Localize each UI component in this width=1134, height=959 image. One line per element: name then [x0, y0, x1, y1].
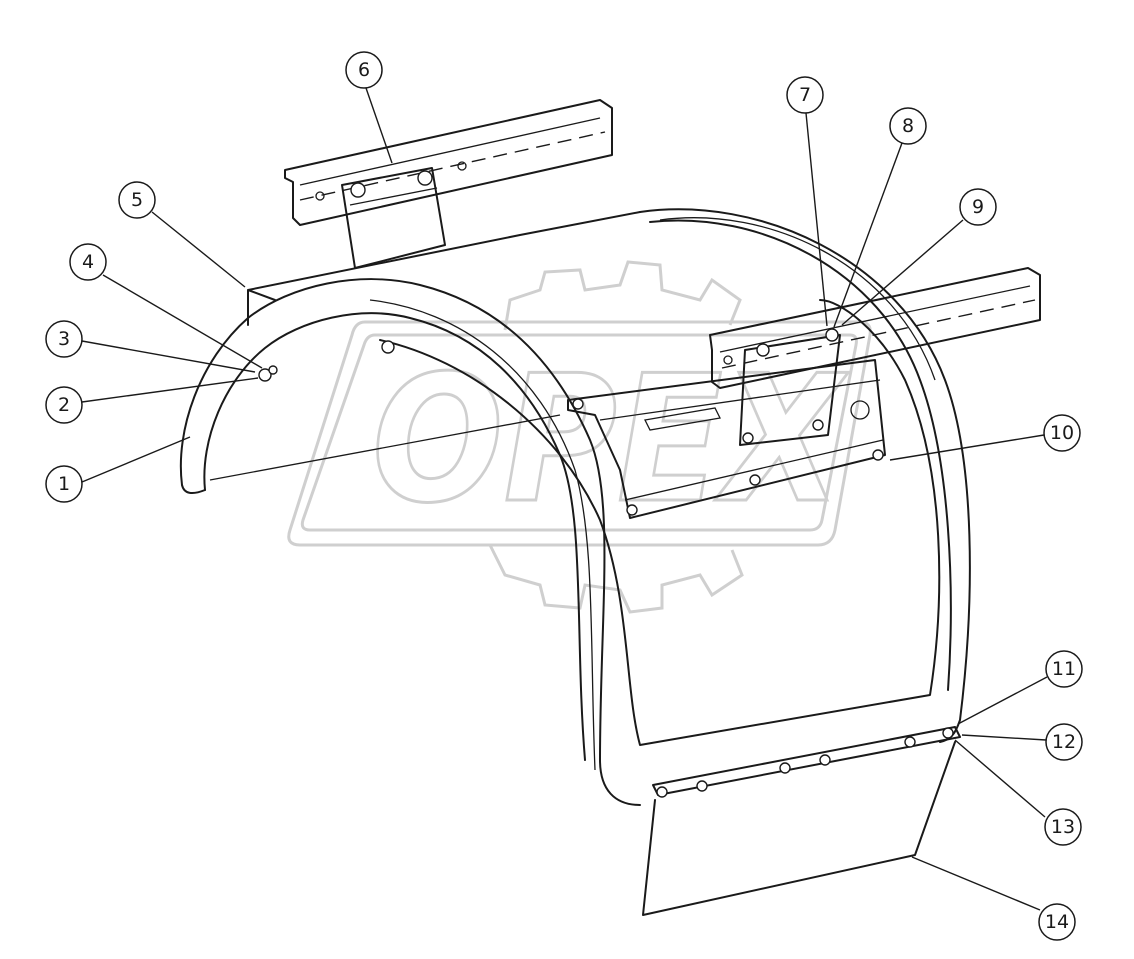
callout-9: 9	[959, 188, 997, 226]
callout-3-label: 3	[58, 328, 70, 350]
watermark-frame	[287, 320, 872, 547]
fender-bolts	[258, 340, 395, 382]
callout-5-label: 5	[131, 189, 143, 211]
mud-flap	[642, 726, 961, 916]
callout-12-label: 12	[1052, 731, 1076, 753]
callout-14: 14	[1038, 903, 1076, 941]
callout-14-label: 14	[1045, 911, 1069, 933]
callout-8: 8	[889, 107, 927, 145]
callout-1-label: 1	[58, 473, 70, 495]
callout-2: 2	[45, 386, 83, 424]
callout-13: 13	[1044, 808, 1082, 846]
callout-6: 6	[345, 51, 383, 89]
callout-12: 12	[1045, 723, 1083, 761]
watermark: OPEX	[287, 260, 872, 614]
callout-6-label: 6	[358, 59, 370, 81]
callout-13-label: 13	[1051, 816, 1075, 838]
bracket-10	[567, 328, 886, 519]
frame-rail-right	[709, 267, 1041, 389]
callout-4: 4	[69, 243, 107, 281]
callout-9-label: 9	[972, 196, 984, 218]
watermark-text: OPEX	[372, 339, 849, 542]
callouts: 1 2 3 4 5 6 7 8 9 10 11 12 13 14	[45, 51, 1083, 941]
frame-rail-left	[284, 99, 613, 226]
fender-top-box	[247, 211, 641, 326]
callout-2-label: 2	[58, 394, 70, 416]
callout-3: 3	[45, 320, 83, 358]
watermark-gear	[488, 260, 744, 614]
callout-1: 1	[45, 465, 83, 503]
bracket-6	[341, 167, 446, 269]
callout-4-label: 4	[82, 251, 94, 273]
leader-lines	[81, 87, 1048, 911]
callout-5: 5	[118, 181, 156, 219]
callout-7: 7	[786, 76, 824, 114]
callout-11-label: 11	[1052, 658, 1076, 680]
callout-8-label: 8	[902, 115, 914, 137]
callout-7-label: 7	[799, 84, 811, 106]
callout-11: 11	[1045, 650, 1083, 688]
fender-body	[179, 208, 971, 806]
callout-10: 10	[1043, 414, 1081, 452]
callout-10-label: 10	[1050, 422, 1074, 444]
